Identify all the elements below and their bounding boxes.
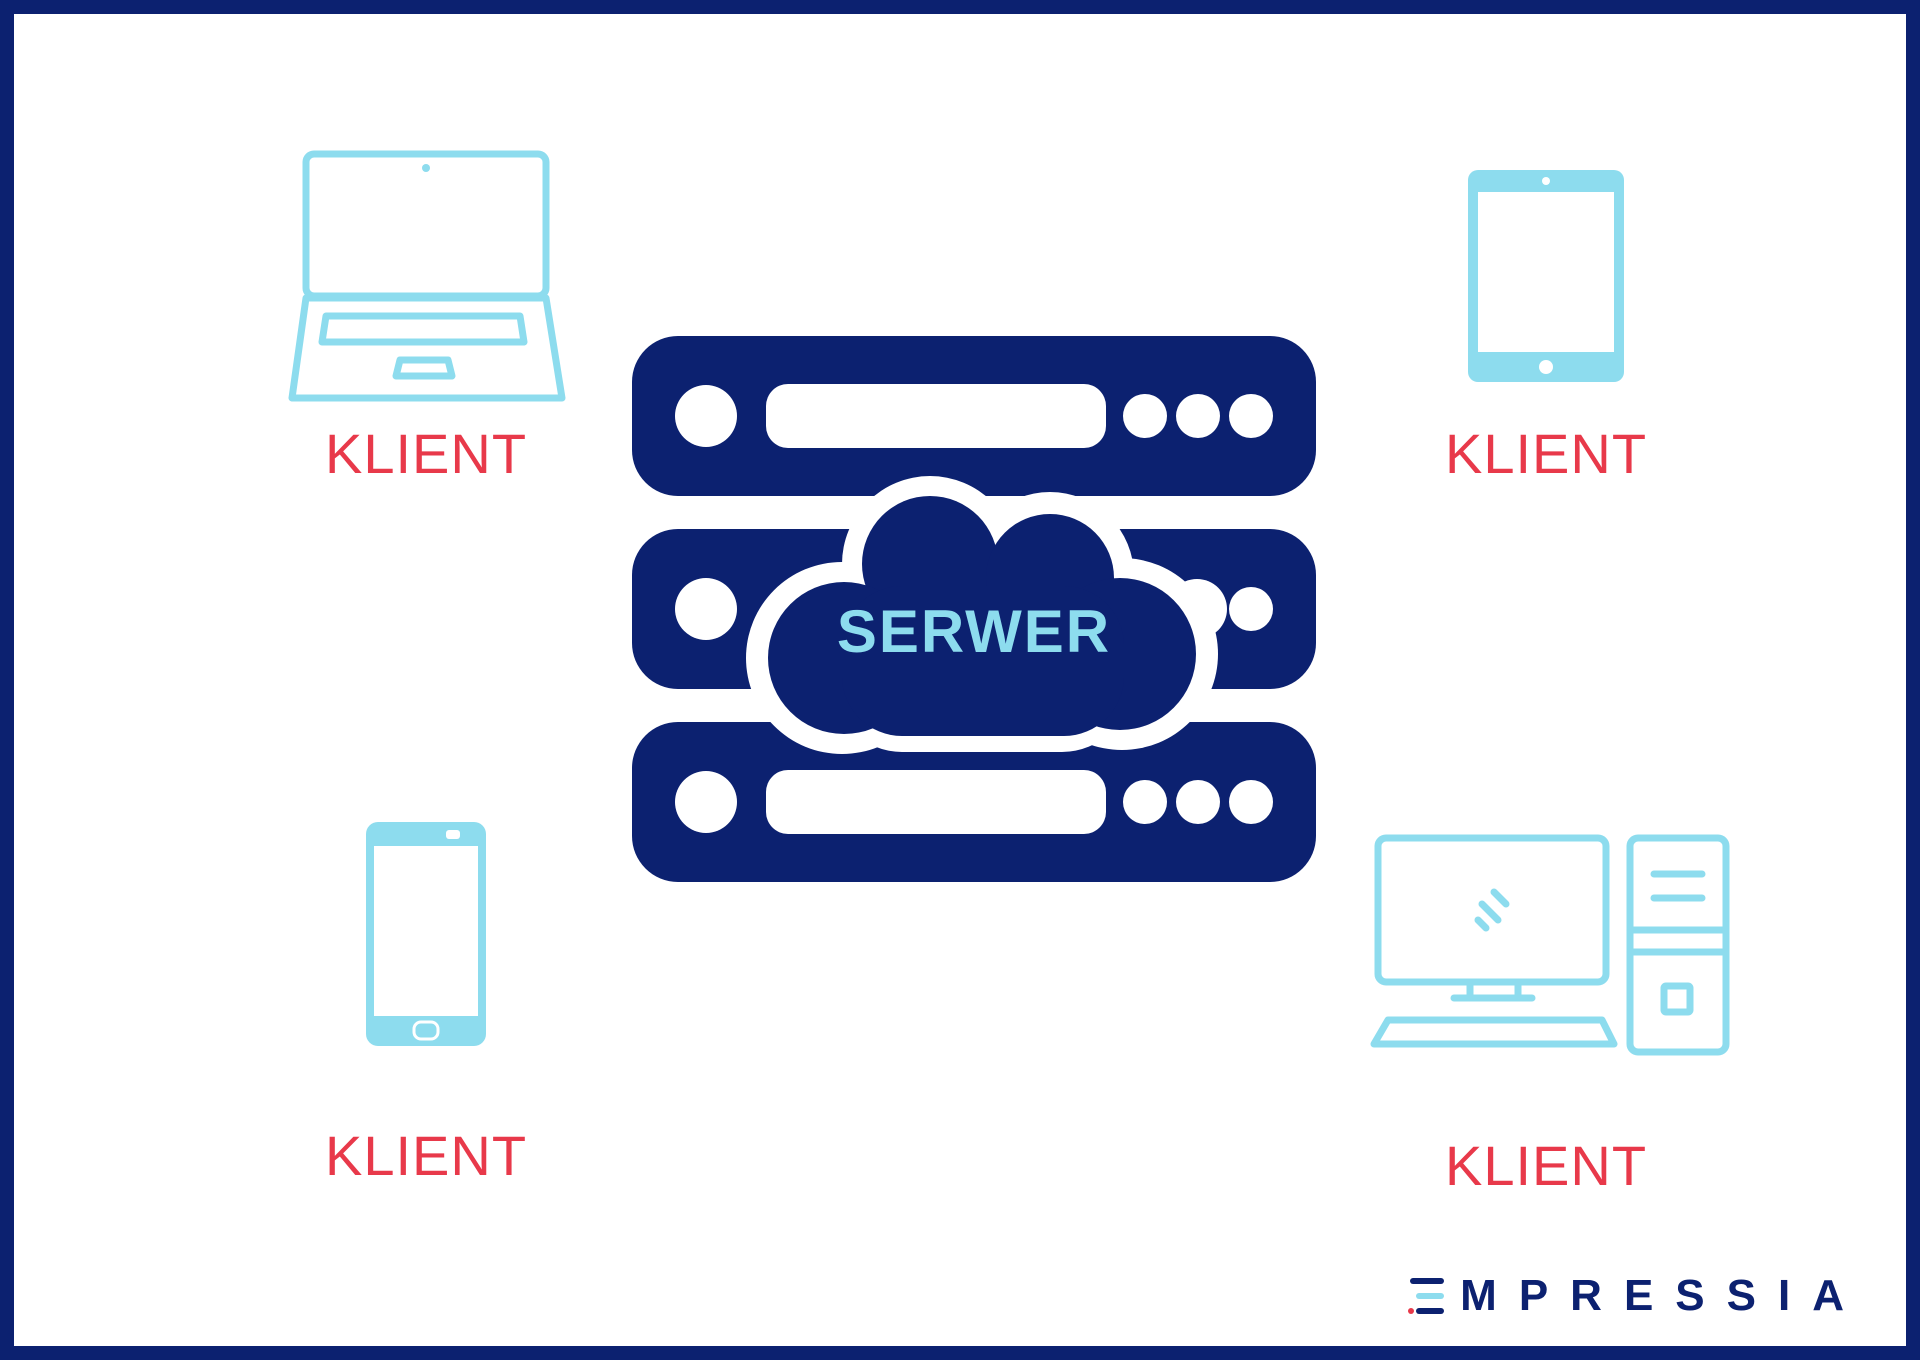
tablet-icon [1468,170,1624,382]
desktop-computer-icon [1370,834,1730,1056]
client-label-laptop: KLIENT [324,422,528,485]
server-rack-icon [632,336,1316,882]
client-label-desktop: KLIENT [1444,1134,1648,1197]
logo-mark-icon [1408,1278,1445,1314]
client-label-tablet: KLIENT [1444,422,1648,485]
server-unit-bottom [632,722,1316,882]
logo-text: MPRESSIA [1460,1271,1866,1320]
client-label-smartphone: KLIENT [324,1124,528,1187]
smartphone-icon [366,822,486,1046]
laptop-icon [288,150,566,402]
empressia-logo: MPRESSIA [1408,1274,1866,1318]
server-label: SERWER [836,598,1112,665]
server-unit-top [632,336,1316,496]
